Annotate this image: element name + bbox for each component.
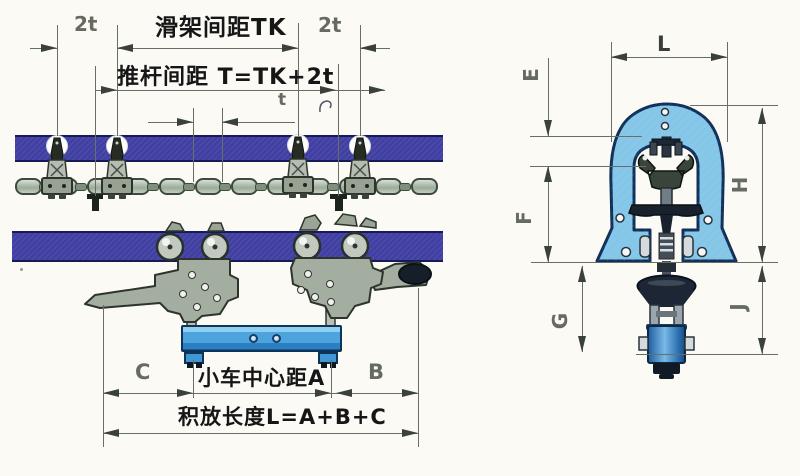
- label-dim-h: H: [728, 176, 752, 194]
- pin-cylinder: [647, 325, 686, 364]
- dim-arrow: [402, 389, 418, 397]
- dim-line: [222, 108, 223, 182]
- label-chain-pitch: t: [278, 90, 287, 110]
- dim-line: [530, 136, 642, 137]
- dim-arrow: [402, 429, 418, 437]
- dim-arrow: [544, 166, 552, 182]
- dim-arrow: [711, 53, 727, 61]
- dim-line: [727, 42, 728, 142]
- dim-arrow: [544, 246, 552, 262]
- pusher-dog-left: [87, 194, 103, 211]
- label-slide-spacing: 滑架间距TK: [155, 15, 287, 41]
- label-dim-j: J: [726, 303, 750, 311]
- dim-line: [148, 122, 193, 123]
- scan-speck: [20, 268, 23, 271]
- dim-line: [103, 305, 104, 447]
- carrier-load-bar: [181, 325, 342, 352]
- load-hook-claw: [637, 154, 695, 191]
- dim-arrow: [177, 118, 193, 126]
- dim-line: [582, 266, 583, 352]
- dim-line: [193, 108, 194, 182]
- dim-line: [548, 166, 549, 262]
- dim-line: [331, 360, 332, 398]
- arm-cam-roller: [398, 263, 432, 285]
- dim-arrow: [315, 389, 331, 397]
- dim-line: [103, 393, 418, 394]
- dim-arrow: [758, 108, 766, 124]
- dim-line: [193, 360, 194, 398]
- dim-line: [762, 108, 763, 262]
- load-bar-foot-right: [318, 352, 338, 364]
- saddle-crossbar: [628, 204, 704, 217]
- frame-bolt-holes: [615, 107, 713, 258]
- dim-arrow: [103, 429, 119, 437]
- lower-track-rail: [12, 231, 443, 262]
- dim-line: [762, 266, 763, 354]
- dim-arrow: [103, 389, 119, 397]
- load-trolley-left: [84, 221, 239, 330]
- dim-line: [95, 66, 96, 196]
- hook-mark: [319, 100, 332, 113]
- label-dim-f: F: [512, 211, 536, 225]
- dim-line: [690, 105, 778, 106]
- dim-line: [298, 23, 299, 136]
- dim-line: [117, 25, 118, 136]
- label-2t-left: 2t: [74, 12, 98, 36]
- load-bar-bolt: [249, 334, 258, 343]
- label-2t-right: 2t: [318, 13, 342, 37]
- dim-line: [103, 433, 418, 434]
- dim-line: [636, 354, 778, 355]
- dim-arrow: [41, 44, 57, 52]
- dim-line: [222, 122, 295, 123]
- label-dim-c: C: [135, 360, 151, 384]
- label-dim-b: B: [368, 360, 385, 384]
- dim-arrow: [117, 44, 133, 52]
- dim-arrow: [336, 389, 352, 397]
- label-dim-e: E: [519, 68, 543, 82]
- dim-line: [530, 166, 646, 167]
- dim-line: [611, 42, 612, 142]
- dim-line: [531, 262, 778, 263]
- label-pusher-spacing: 推杆间距 T=TK+2t: [117, 65, 335, 90]
- label-trolley-centers: 小车中心距A: [198, 366, 326, 390]
- dim-arrow: [578, 266, 586, 282]
- dim-arrow: [611, 53, 627, 61]
- label-dim-l: L: [657, 32, 671, 56]
- dim-line: [117, 48, 298, 49]
- dim-line: [611, 57, 727, 58]
- dim-arrow: [222, 118, 238, 126]
- suspension-mechanism: [628, 136, 704, 379]
- dim-arrow: [320, 86, 336, 94]
- load-trolley-right: [290, 213, 432, 327]
- dim-line: [57, 25, 58, 136]
- load-bar-bolt: [272, 334, 281, 343]
- dim-arrow: [177, 389, 193, 397]
- dim-arrow: [369, 86, 385, 94]
- dim-arrow: [282, 44, 298, 52]
- dim-line: [338, 64, 339, 196]
- slide-frame-section: [595, 102, 738, 379]
- dim-arrow: [578, 336, 586, 352]
- dim-arrow: [758, 338, 766, 354]
- load-bar-foot-left: [184, 352, 204, 364]
- pusher-dog-right: [330, 194, 347, 211]
- dim-line: [548, 58, 549, 136]
- label-accumulate-length: 积放长度L=A+B+C: [178, 405, 387, 429]
- dim-line: [360, 25, 361, 136]
- label-dim-g: G: [548, 312, 572, 330]
- dim-arrow: [758, 246, 766, 262]
- dim-line: [418, 288, 419, 447]
- dim-arrow: [101, 86, 117, 94]
- dim-arrow: [360, 44, 376, 52]
- dim-line: [95, 90, 385, 91]
- dim-arrow: [544, 120, 552, 136]
- dim-arrow: [758, 266, 766, 282]
- chain-trolleys-and-pushers: [41, 133, 376, 211]
